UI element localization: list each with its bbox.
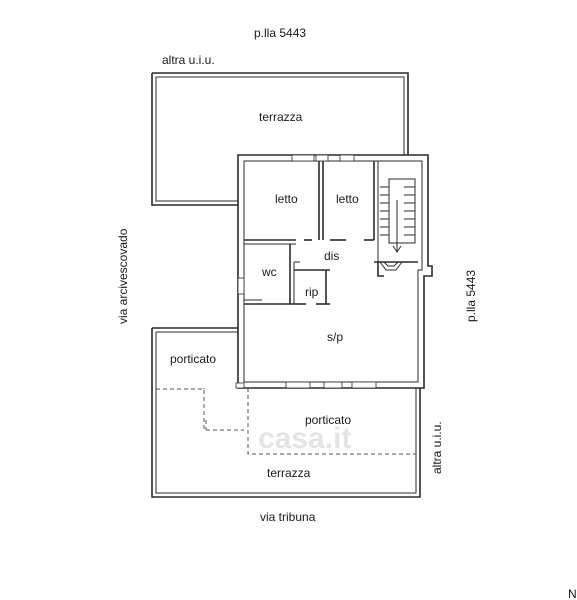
street-label-bottom: via tribuna [260,510,316,524]
porch-left-outline [151,327,421,498]
corner-mark: N [568,587,577,600]
other-unit-label-right: altra u.i.u. [430,421,444,474]
room-bathroom: wc [261,265,277,279]
porch-dashed-lines [156,388,416,455]
watermark: casa.it [258,422,351,455]
room-bedroom-1: letto [275,192,298,206]
top-windows [291,154,355,162]
room-bedroom-2: letto [336,192,359,206]
room-storage: rip [305,285,319,299]
bottom-windows [235,381,377,389]
room-porch-left: porticato [170,352,216,366]
room-living: s/p [327,330,343,344]
staircase [374,178,416,277]
terrace-top-outline [151,72,409,206]
parcel-label-top: p.lla 5443 [254,26,306,40]
room-terrace-top: terrazza [259,110,303,124]
left-window [237,277,245,295]
room-hall: dis [324,249,339,263]
room-terrace-bottom: terrazza [267,466,311,480]
street-label-left: via arcivescovado [116,228,130,324]
room-porch-bottom: porticato [305,413,351,427]
other-unit-label-top: altra u.i.u. [162,53,215,67]
interior-walls [244,161,418,305]
parcel-label-right: p.lla 5443 [464,270,478,322]
